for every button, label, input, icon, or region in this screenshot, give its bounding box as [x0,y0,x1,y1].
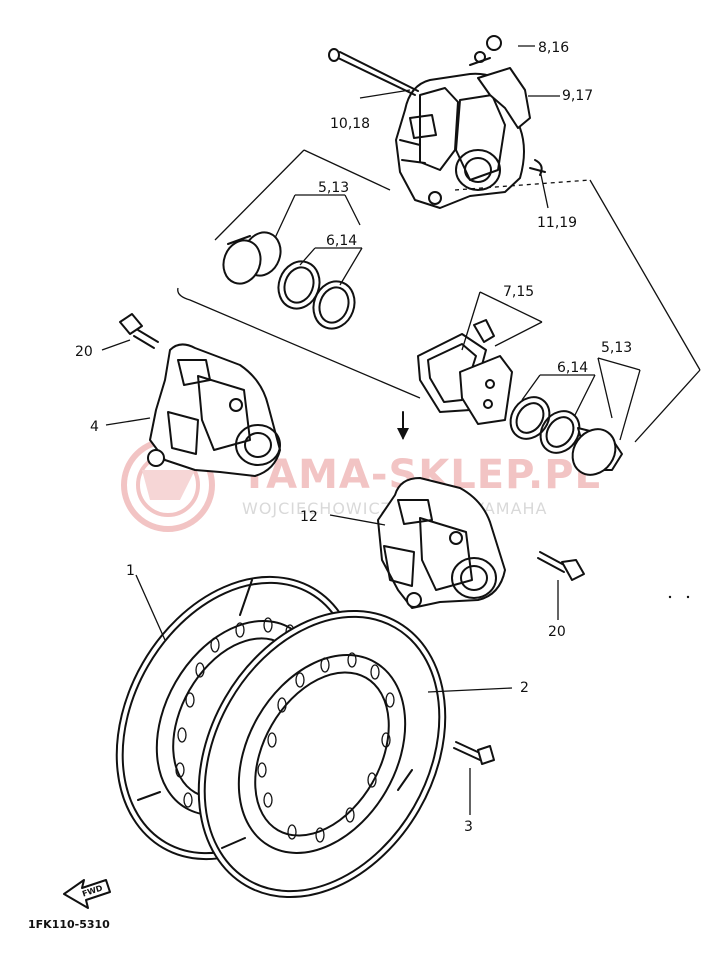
callout-7-15: 7,15 [503,284,534,300]
caliper-right [377,477,506,609]
callout-20-left: 20 [75,344,93,360]
exploded-group-frame [177,149,701,443]
callout-9-17: 9,17 [562,88,593,104]
callout-12: 12 [300,509,318,525]
callout-8-16: 8,16 [538,40,569,56]
callout-6-14-right: 6,14 [557,360,588,376]
callout-6-14-top: 6,14 [326,233,357,249]
leader-6-14-right [521,374,596,416]
diagram-part-code: 1FK110-5310 [28,918,110,931]
bolt-20-right [537,551,585,581]
clip-11-19 [529,159,546,176]
leader-lines [101,45,560,815]
forward-arrow-icon: FWD [63,879,111,909]
leader-6-14-top [299,247,363,286]
callout-5-13-top: 5,13 [318,180,349,196]
bolt-10-18 [328,48,419,96]
pad-spring-9-17 [477,67,531,129]
leader-5-13-top [274,194,361,239]
callout-4: 4 [90,419,99,435]
seal-right-2 [539,410,581,454]
callout-20-right: 20 [548,624,566,640]
bleeder-8-16 [469,35,502,66]
callout-3: 3 [464,819,473,835]
brake-pad-2 [459,355,513,425]
callout-2: 2 [520,680,529,696]
piston-upper [222,231,282,285]
assembly-arrow [397,411,409,440]
disc-bolt-3 [453,741,495,765]
callout-5-13-right: 5,13 [601,340,632,356]
seal-upper-1 [277,260,321,310]
brake-disc-2 [197,609,447,899]
callout-1: 1 [126,563,135,579]
leader-7-15 [461,291,543,351]
leader-5-13-right [597,357,641,441]
seal-upper-2 [312,280,356,330]
caliper-left [147,343,281,477]
callout-10-18: 10,18 [330,116,370,132]
callout-11-19: 11,19 [537,215,577,231]
bolt-20-left [119,313,159,349]
pad-shim-clip [473,319,495,343]
piston-right [571,427,623,476]
seal-right-1 [509,396,551,440]
stray-marks [668,595,690,599]
